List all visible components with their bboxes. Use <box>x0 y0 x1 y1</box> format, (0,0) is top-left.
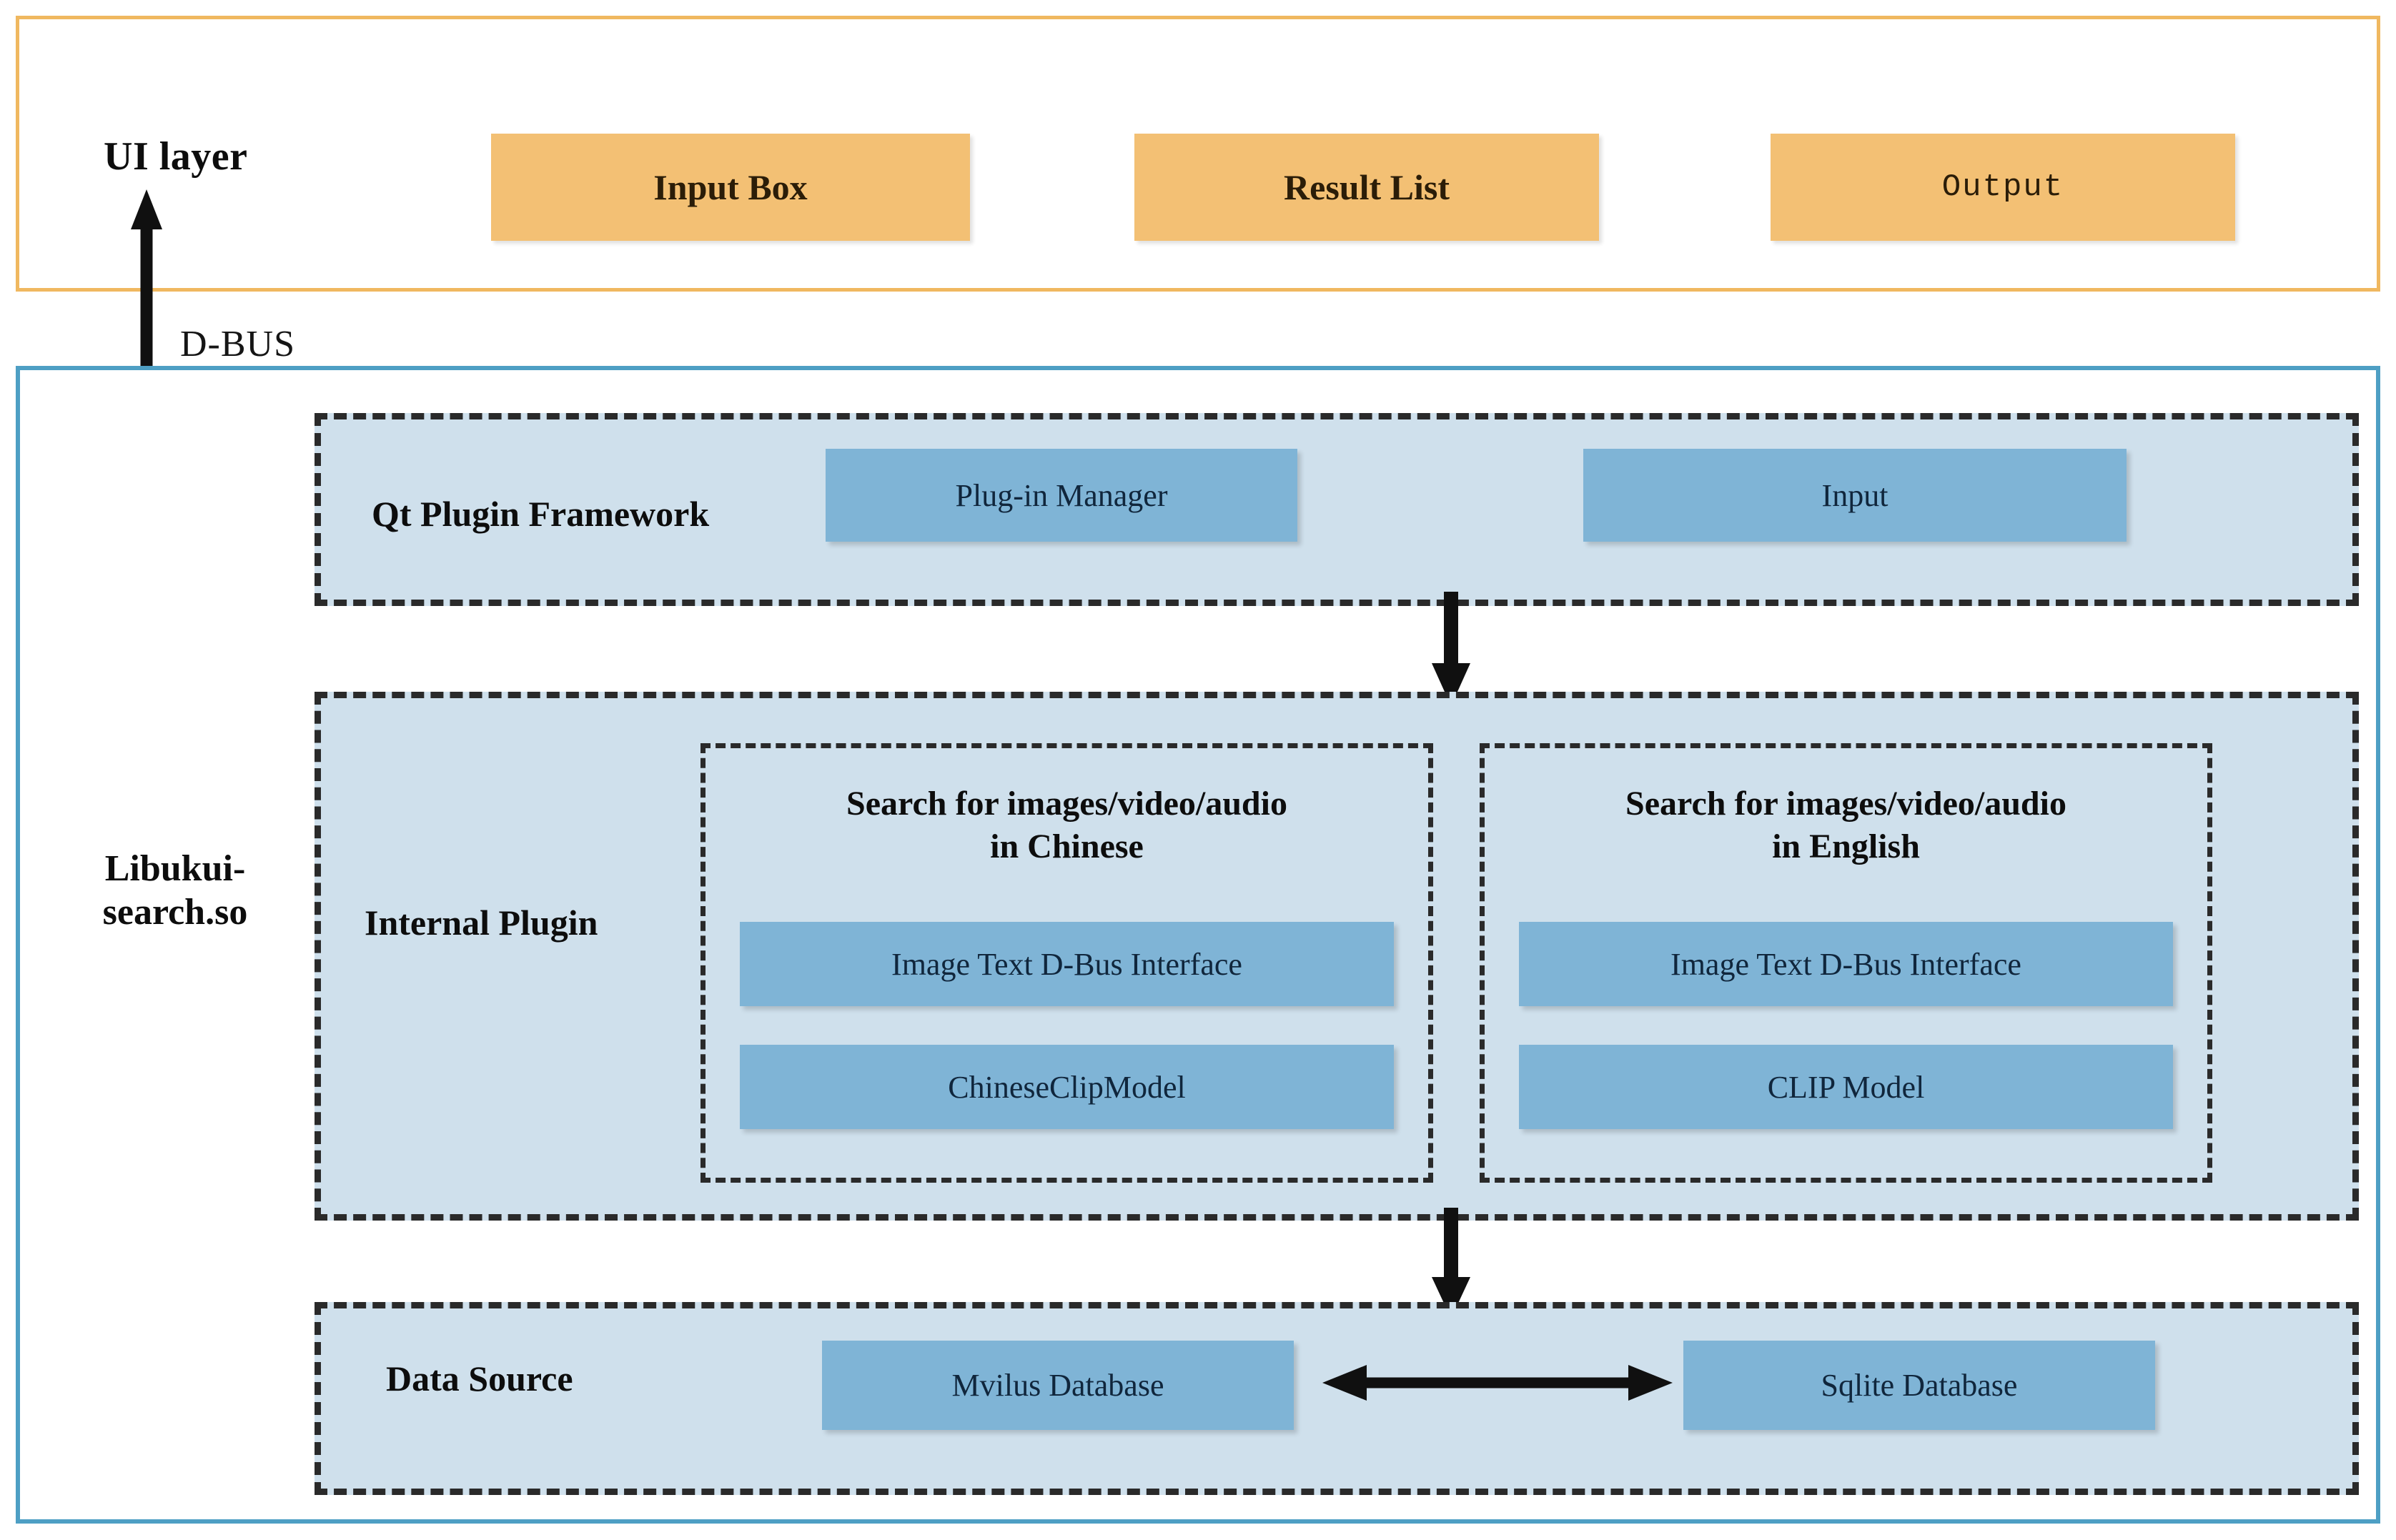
ui-layer-container: UI layer Input Box Result List Output <box>16 16 2380 292</box>
panel-title-english-line2: in English <box>1772 828 1920 865</box>
component-chinese-image-text-dbus-interface[interactable]: Image Text D-Bus Interface <box>740 922 1394 1006</box>
panel-search-english: Search for images/video/audio in English <box>1480 743 2212 1183</box>
component-chinese-clip-model[interactable]: ChineseClipModel <box>740 1045 1394 1129</box>
panel-title-english: Search for images/video/audio in English <box>1485 783 2207 868</box>
component-sqlite-database[interactable]: Sqlite Database <box>1683 1341 2155 1430</box>
component-english-image-text-dbus-interface[interactable]: Image Text D-Bus Interface <box>1519 922 2173 1006</box>
core-layer-label-line1: Libukui- <box>104 848 246 889</box>
ui-box-result-list[interactable]: Result List <box>1134 134 1599 241</box>
section-title-internal-plugin: Internal Plugin <box>365 903 598 943</box>
panel-search-chinese: Search for images/video/audio in Chinese <box>701 743 1433 1183</box>
core-layer-label: Libukui- search.so <box>50 847 300 935</box>
ui-layer-label: UI layer <box>104 134 248 179</box>
panel-title-chinese: Search for images/video/audio in Chinese <box>706 783 1428 868</box>
component-plug-in-manager[interactable]: Plug-in Manager <box>826 449 1297 542</box>
component-clip-model[interactable]: CLIP Model <box>1519 1045 2173 1129</box>
down-arrow-icon-internal-plugin-to-data-source <box>1432 1208 1470 1318</box>
component-mvilus-database[interactable]: Mvilus Database <box>822 1341 1294 1430</box>
ui-box-input-box[interactable]: Input Box <box>491 134 970 241</box>
dbus-label: D-BUS <box>180 324 296 364</box>
panel-title-english-line1: Search for images/video/audio <box>1625 785 2066 823</box>
panel-title-chinese-line2: in Chinese <box>990 828 1144 865</box>
double-headed-horizontal-arrow-icon <box>1322 1365 1673 1401</box>
down-arrow-icon-qt-to-internal-plugin <box>1432 592 1470 706</box>
section-title-qt-plugin-framework: Qt Plugin Framework <box>372 494 710 534</box>
ui-box-output[interactable]: Output <box>1771 134 2235 241</box>
core-layer-label-line2: search.so <box>102 892 248 933</box>
section-title-data-source: Data Source <box>386 1358 573 1399</box>
component-input[interactable]: Input <box>1583 449 2127 542</box>
panel-title-chinese-line1: Search for images/video/audio <box>846 785 1287 823</box>
